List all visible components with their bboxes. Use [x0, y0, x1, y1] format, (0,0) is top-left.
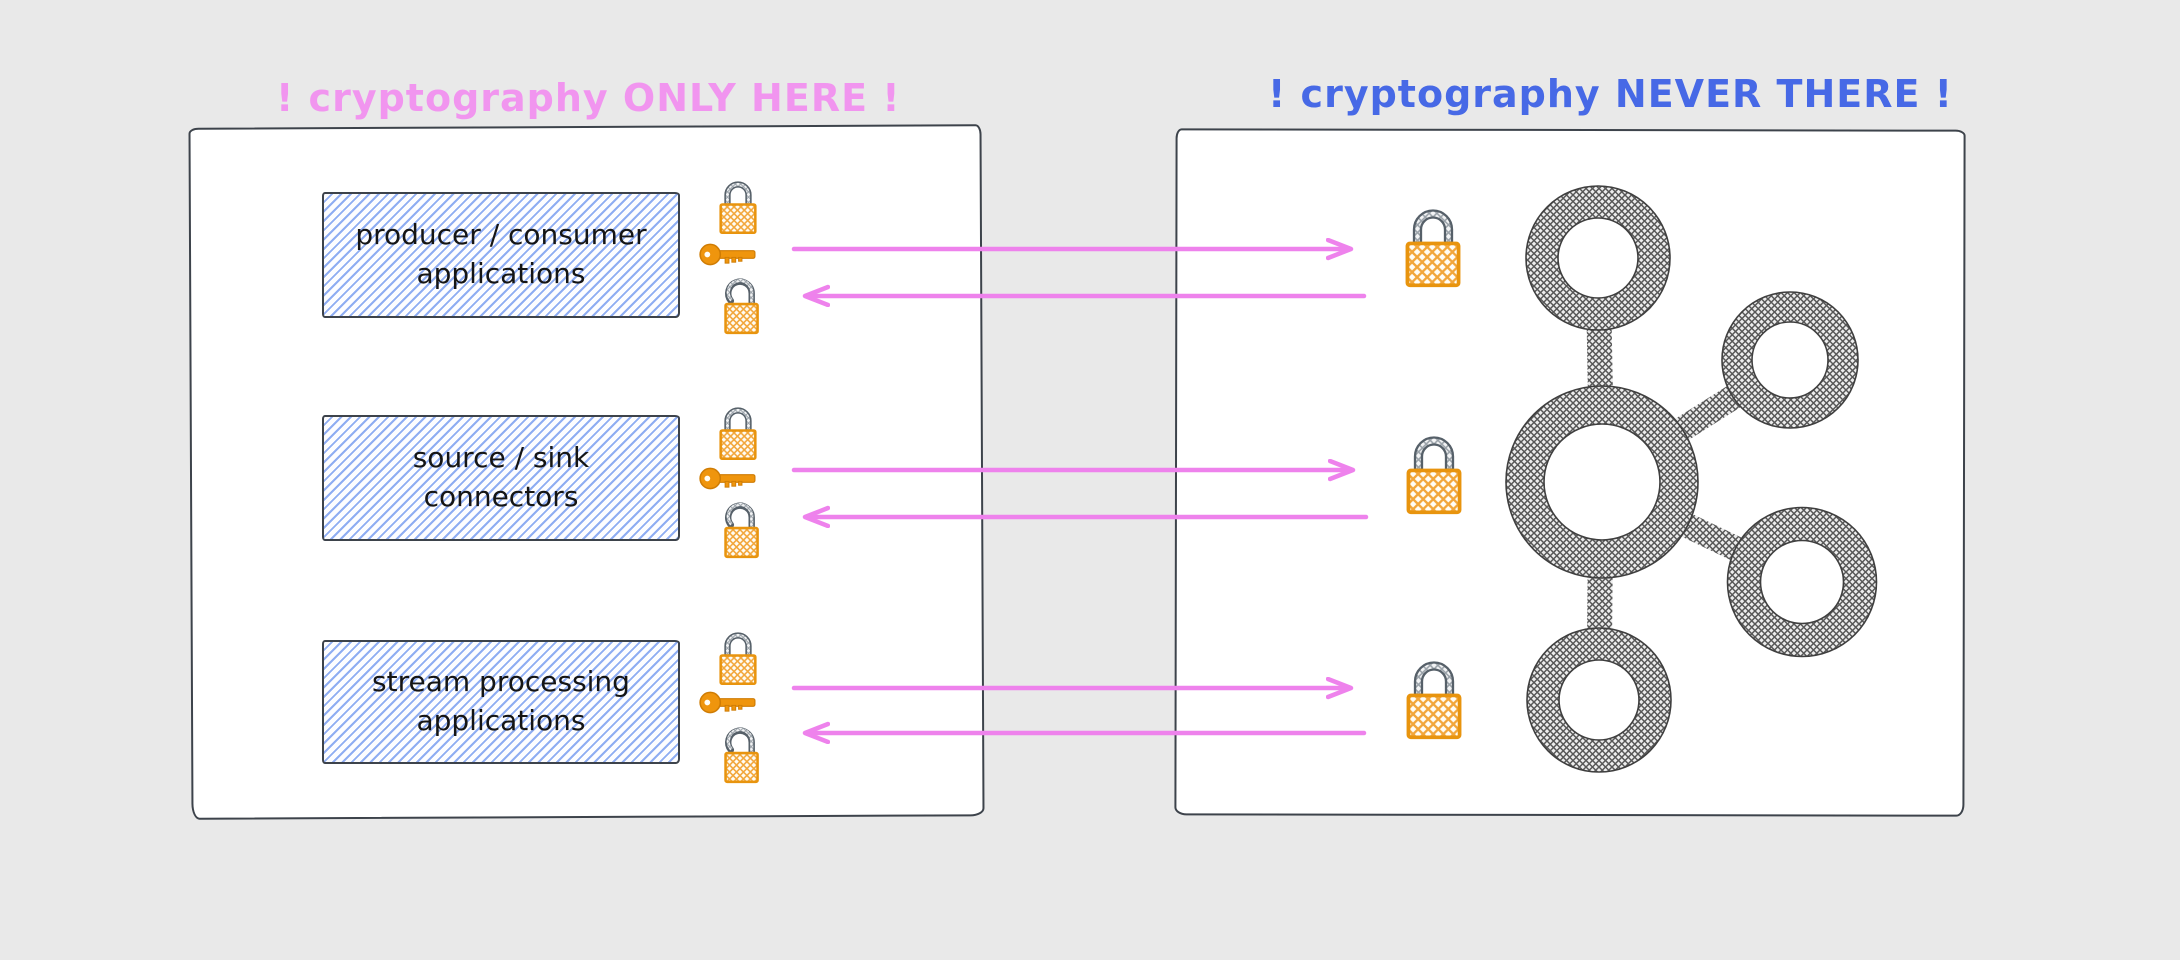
- left-panel-title: ! cryptography ONLY HERE !: [276, 76, 901, 120]
- kafka-cluster-panel: [1174, 128, 1966, 817]
- producer-consumer-box: producer / consumer applications: [322, 192, 680, 318]
- stream-processing-box: stream processing applications: [322, 640, 680, 764]
- right-panel-title: ! cryptography NEVER THERE !: [1268, 72, 1953, 116]
- source-sink-connectors-box: source / sink connectors: [322, 415, 680, 541]
